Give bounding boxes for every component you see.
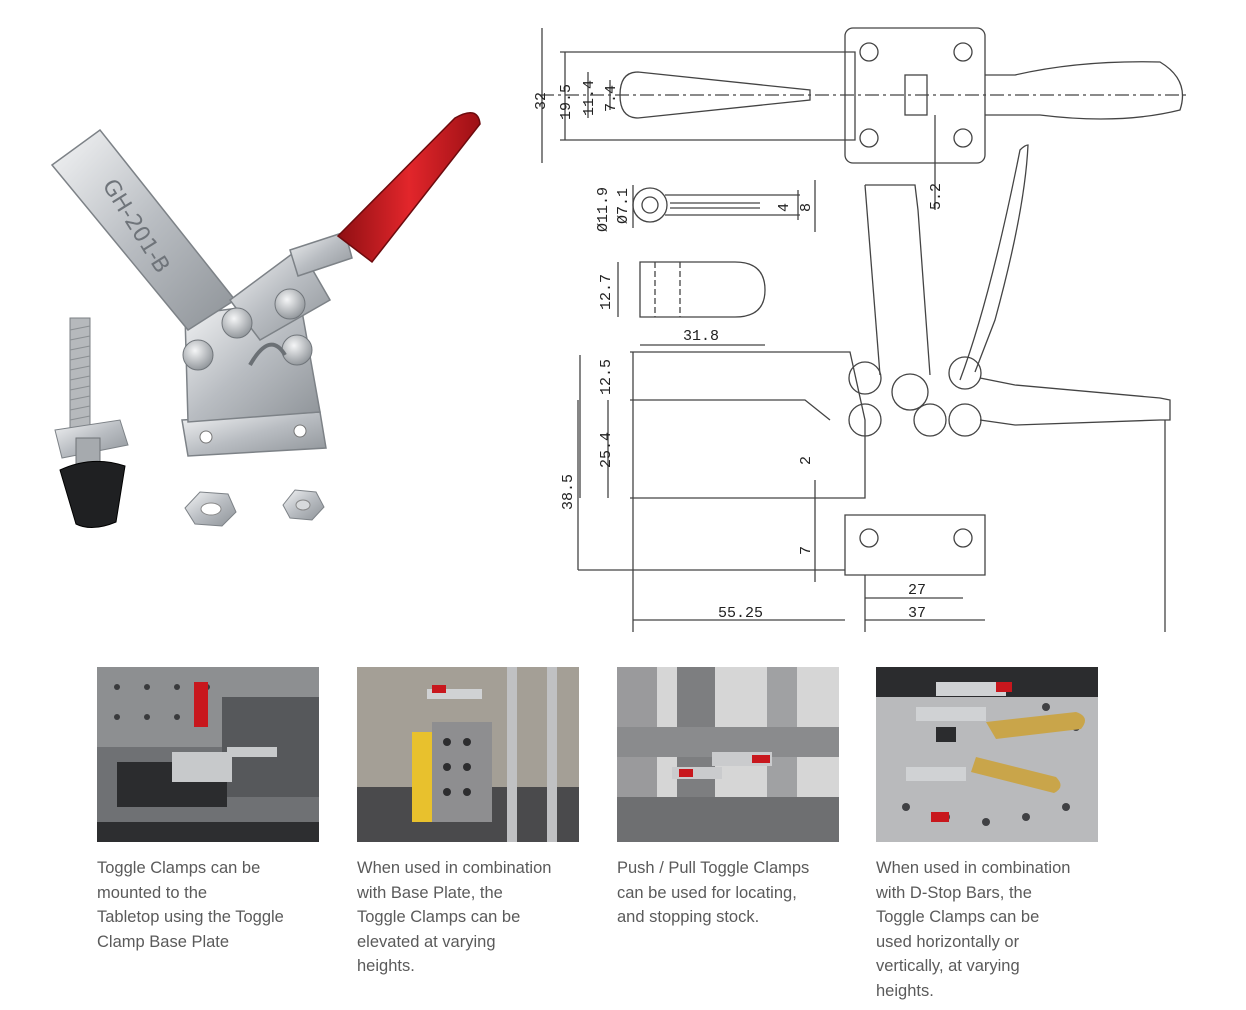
dim-27: 27 [908, 582, 926, 599]
gallery-caption-2: When used in combination with Base Plate… [357, 859, 552, 975]
dim-25-4: 25.4 [598, 432, 615, 468]
gallery-caption-1: Toggle Clamps can be mounted to the Tabl… [97, 859, 284, 951]
gallery-photo-2 [357, 667, 579, 842]
gallery-caption-4: When used in combination with D-Stop Bar… [876, 859, 1071, 1000]
dim-19-5: 19.5 [558, 84, 575, 120]
dim-7-4: 7.4 [603, 85, 620, 112]
gallery-caption-3: Push / Pull Toggle Clamps can be used fo… [617, 859, 810, 926]
dim-7: 7 [798, 546, 815, 555]
gallery-photo-3 [617, 667, 839, 842]
dimension-drawing: 32 19.5 11.4 7.4 5.2 Ø11.9 Ø7.1 4 8 12.7… [533, 27, 1190, 632]
gallery-photo-4 [876, 667, 1098, 842]
dim-11-9: Ø11.9 [595, 187, 612, 232]
dim-55-25: 55.25 [718, 605, 763, 622]
dim-4: 4 [776, 203, 793, 212]
dim-5-2: 5.2 [928, 183, 945, 210]
dim-8: 8 [798, 203, 815, 212]
dim-31-8: 31.8 [683, 328, 719, 345]
dim-7-1: Ø7.1 [615, 188, 632, 224]
dim-32: 32 [533, 92, 550, 110]
dim-12-5: 12.5 [598, 359, 615, 395]
dim-11-4: 11.4 [581, 80, 598, 116]
dim-37: 37 [908, 605, 926, 622]
toggle-clamp-product-photo: GH-201-B [50, 112, 481, 528]
gallery-photo-1 [97, 667, 319, 842]
dim-12-7: 12.7 [598, 274, 615, 310]
dim-38-5: 38.5 [560, 474, 577, 510]
dim-2: 2 [798, 456, 815, 465]
